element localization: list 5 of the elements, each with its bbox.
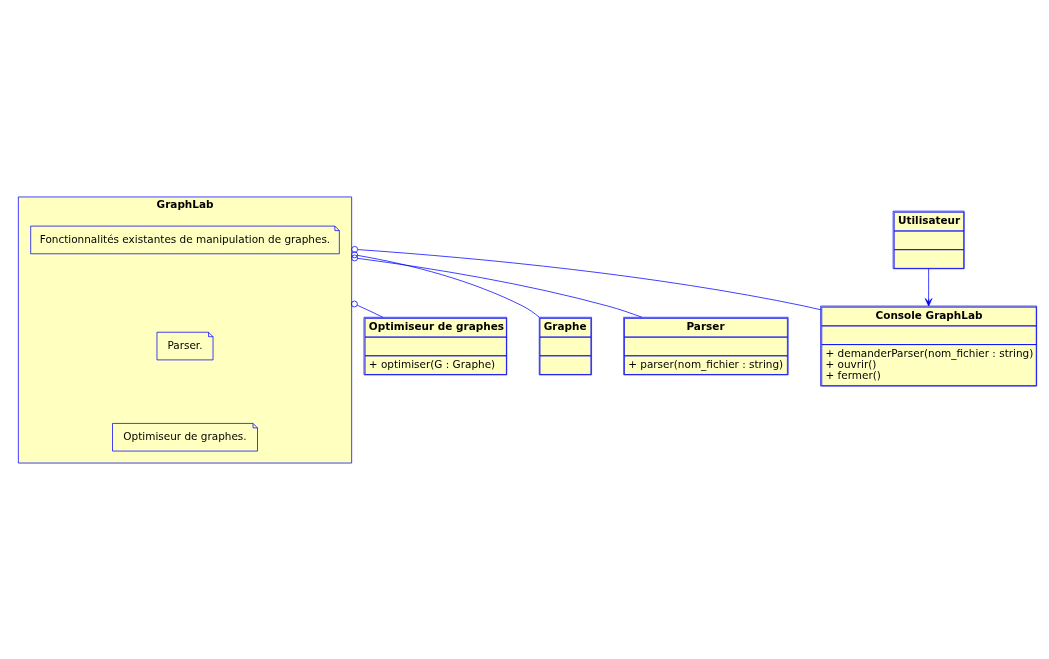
connector — [351, 300, 384, 318]
connector — [351, 245, 821, 310]
arrow — [924, 267, 933, 306]
connector — [351, 254, 643, 318]
connector — [351, 251, 540, 317]
